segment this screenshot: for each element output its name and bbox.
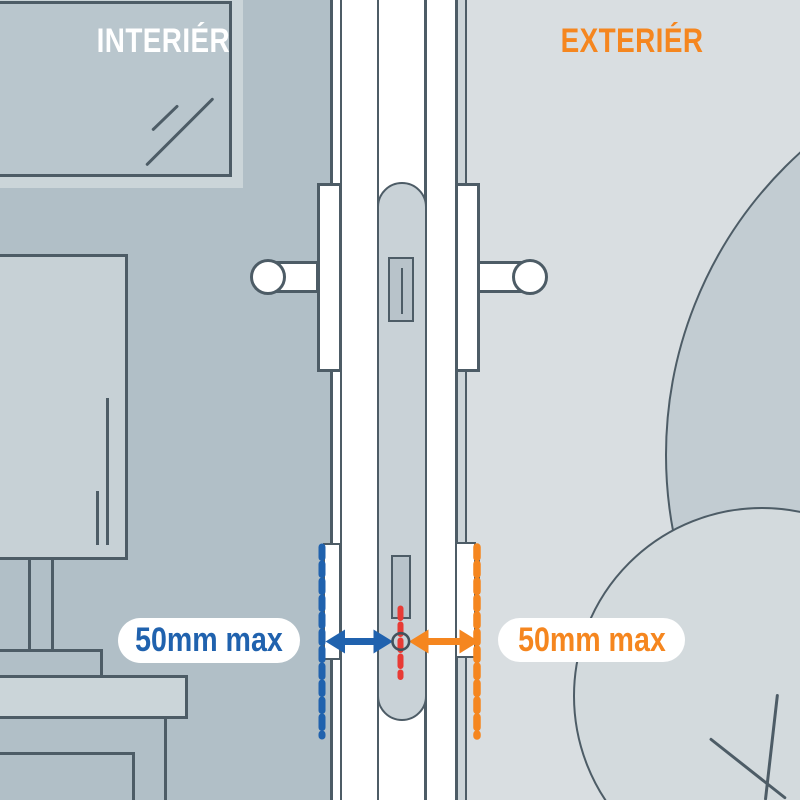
escutcheon-exterior <box>455 542 476 658</box>
interior-measure-pill: 50mm max <box>118 618 300 663</box>
handle-plate-interior <box>317 183 342 372</box>
door-profile-line <box>339 0 342 800</box>
desk <box>0 675 188 719</box>
window-glass <box>0 1 232 177</box>
exterior-label: EXTERIÉR <box>560 22 704 60</box>
cylinder-lock-body <box>391 555 411 619</box>
door-frame-band-exterior <box>456 0 467 800</box>
interior-label: INTERIÉR <box>96 22 230 60</box>
door-profile-line <box>330 0 333 800</box>
door-profile-line <box>455 0 458 800</box>
escutcheon-interior <box>322 543 341 660</box>
latch-slot-line <box>400 268 403 314</box>
handle-knob-exterior <box>512 259 548 295</box>
handle-knob-interior <box>250 259 286 295</box>
door-profile-line <box>464 0 467 800</box>
monitor-reflection-line <box>96 491 99 545</box>
monitor <box>0 254 128 560</box>
monitor-stand-neck <box>28 557 54 652</box>
desk-leg <box>164 717 167 800</box>
monitor-stand-base <box>0 649 103 678</box>
cabinet-outline <box>0 752 135 800</box>
monitor-reflection-line <box>106 398 109 545</box>
exterior-measure-pill: 50mm max <box>498 618 685 662</box>
